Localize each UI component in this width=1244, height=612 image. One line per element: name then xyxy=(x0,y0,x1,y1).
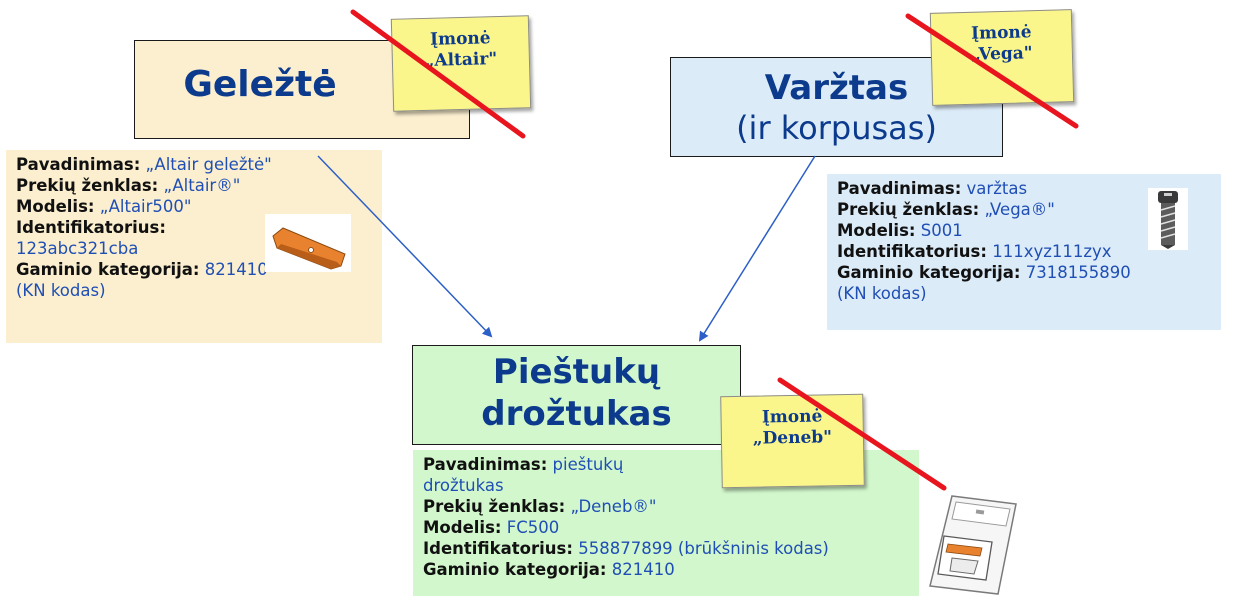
vega-brand-row: Prekių ženklas: „Vega®" xyxy=(837,199,1211,220)
deneb-category-label: Gaminio kategorija: xyxy=(423,560,607,579)
geleztė-id-label: Identifikatorius: xyxy=(16,218,166,237)
geleztė-category-label: Gaminio kategorija: xyxy=(16,260,200,279)
vega-model-row: Modelis: S001 xyxy=(837,220,1211,241)
arrow-geleztė-to-deneb xyxy=(317,155,493,338)
deneb-model-value: FC500 xyxy=(506,518,560,537)
geleztė-model-value: „Altair500" xyxy=(99,197,192,216)
deneb-brand-label: Prekių ženklas: xyxy=(423,497,566,516)
deneb-name-row: Pavadinimas: pieštukų xyxy=(423,454,909,475)
screw-icon xyxy=(1148,188,1188,250)
geleztė-brand-row: Prekių ženklas: „Altair®" xyxy=(16,175,372,196)
geleztė-model-row: Modelis: „Altair500" xyxy=(16,196,372,217)
deneb-category-value: 821410 xyxy=(611,560,675,579)
deneb-model-label: Modelis: xyxy=(423,518,502,537)
vega-category-extra: (KN kodas) xyxy=(837,284,927,303)
vega-strike-line xyxy=(905,13,1079,129)
vega-category-label: Gaminio kategorija: xyxy=(837,263,1021,282)
deneb-name-value-line2: drožtukas xyxy=(423,476,504,495)
geleztė-name-label: Pavadinimas: xyxy=(16,155,141,174)
vega-category-extra-row: (KN kodas) xyxy=(837,283,1211,304)
vega-id-value: 111xyz111zyx xyxy=(992,242,1112,261)
geleztė-id-row: Identifikatorius: xyxy=(16,217,372,238)
geleztė-id-value-row: 123abc321cba xyxy=(16,238,372,259)
deneb-brand-value: „Deneb®" xyxy=(570,497,657,516)
geleztė-model-label: Modelis: xyxy=(16,197,95,216)
deneb-id-row: Identifikatorius: 558877899 (brūkšninis … xyxy=(423,538,909,559)
vega-name-row: Pavadinimas: varžtas xyxy=(837,178,1211,199)
vega-name-label: Pavadinimas: xyxy=(837,179,962,198)
vega-model-label: Modelis: xyxy=(837,221,916,240)
vega-name-value: varžtas xyxy=(966,179,1028,198)
geleztė-category-value: 821410 xyxy=(204,260,268,279)
deneb-strike-line xyxy=(777,377,947,491)
deneb-title-line2: drožtukas xyxy=(481,394,672,434)
geleztė-category-extra-row: (KN kodas) xyxy=(16,280,372,301)
geleztė-id-value: 123abc321cba xyxy=(16,239,139,258)
deneb-category-row: Gaminio kategorija: 821410 xyxy=(423,559,909,580)
geleztė-brand-label: Prekių ženklas: xyxy=(16,176,159,195)
vega-brand-label: Prekių ženklas: xyxy=(837,200,980,219)
vega-info-box: Pavadinimas: varžtas Prekių ženklas: „Ve… xyxy=(827,174,1221,330)
vega-category-row: Gaminio kategorija: 7318155890 xyxy=(837,262,1211,283)
blade-icon xyxy=(265,214,351,272)
vega-title-line2: (ir korpusas) xyxy=(736,109,937,147)
vega-title-line1: Varžtas xyxy=(764,68,909,108)
vega-model-value: S001 xyxy=(920,221,963,240)
deneb-title-box: Pieštukų drožtukas xyxy=(412,345,741,445)
vega-title-box: Varžtas (ir korpusas) xyxy=(670,57,1003,157)
deneb-name-row-2: drožtukas xyxy=(423,475,909,496)
geleztė-title: Geležtė xyxy=(183,64,337,105)
deneb-brand-row: Prekių ženklas: „Deneb®" xyxy=(423,496,909,517)
vega-category-value: 7318155890 xyxy=(1025,263,1131,282)
deneb-title-line1: Pieštukų xyxy=(492,352,661,392)
vega-brand-value: „Vega®" xyxy=(984,200,1055,219)
arrow-vega-to-deneb xyxy=(698,155,816,342)
geleztė-category-row: Gaminio kategorija: 821410 xyxy=(16,259,372,280)
geleztė-name-value: „Altair geležtė" xyxy=(145,155,272,174)
deneb-model-row: Modelis: FC500 xyxy=(423,517,909,538)
packaged-sharpener-icon xyxy=(922,490,1022,602)
vega-id-row: Identifikatorius: 111xyz111zyx xyxy=(837,241,1211,262)
geleztė-name-row: Pavadinimas: „Altair geležtė" xyxy=(16,154,372,175)
vega-id-label: Identifikatorius: xyxy=(837,242,987,261)
deneb-name-value-line1: pieštukų xyxy=(552,455,624,474)
deneb-name-label: Pavadinimas: xyxy=(423,455,548,474)
deneb-id-label: Identifikatorius: xyxy=(423,539,573,558)
deneb-id-value: 558877899 (brūkšninis kodas) xyxy=(578,539,829,558)
geleztė-category-extra: (KN kodas) xyxy=(16,281,106,300)
altair-strike-line xyxy=(350,9,526,139)
geleztė-brand-value: „Altair®" xyxy=(163,176,241,195)
